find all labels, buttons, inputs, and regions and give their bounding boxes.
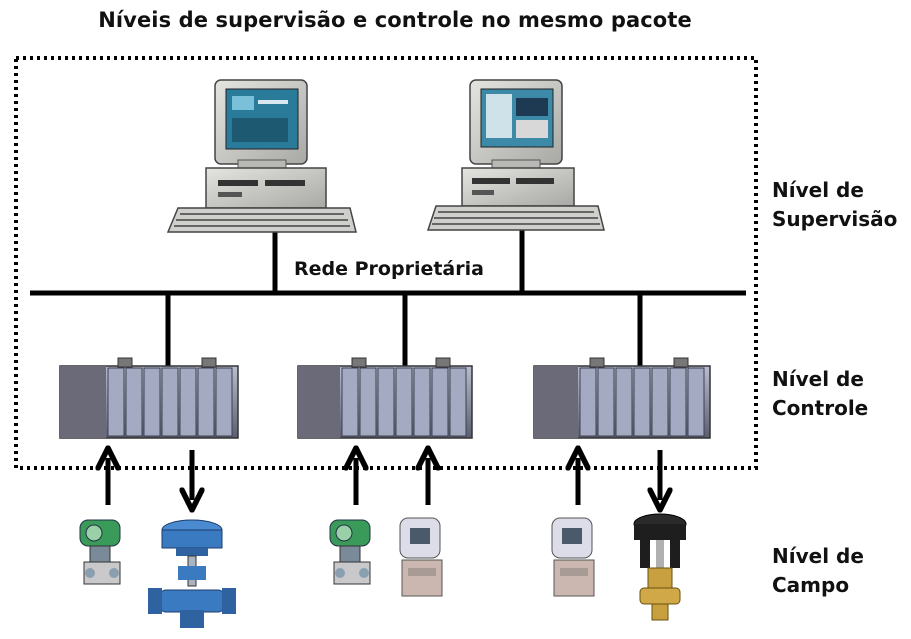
transmitter-green-2	[329, 519, 371, 585]
workstation-1	[166, 79, 357, 233]
package-boundary	[14, 56, 758, 470]
level-field-label: Nível de Campo	[772, 542, 864, 600]
field-arrows	[108, 450, 660, 505]
plc-1	[59, 357, 239, 439]
control-valve-blue	[148, 519, 236, 628]
level-supervision-line2: Supervisão	[772, 207, 898, 231]
level-supervision-line1: Nível de	[772, 178, 864, 202]
workstation-2	[426, 79, 605, 231]
plc-2	[297, 357, 473, 439]
pressure-transmitter-2	[551, 517, 595, 597]
level-supervision-label: Nível de Supervisão	[772, 176, 897, 234]
level-control-line1: Nível de	[772, 367, 864, 391]
transmitter-green-1	[79, 519, 121, 585]
level-control-line2: Controle	[772, 396, 869, 420]
control-valve-black	[633, 513, 687, 621]
level-field-line1: Nível de	[772, 544, 864, 568]
level-field-line2: Campo	[772, 573, 850, 597]
pressure-transmitter-1	[399, 517, 443, 597]
pc-case	[461, 167, 575, 207]
pc-case	[205, 167, 327, 209]
network-bus	[30, 230, 746, 370]
diagram-title: Níveis de supervisão e controle no mesmo…	[98, 8, 692, 32]
plc-3	[533, 357, 711, 439]
level-control-label: Nível de Controle	[772, 365, 868, 423]
network-label: Rede Proprietária	[292, 258, 486, 280]
